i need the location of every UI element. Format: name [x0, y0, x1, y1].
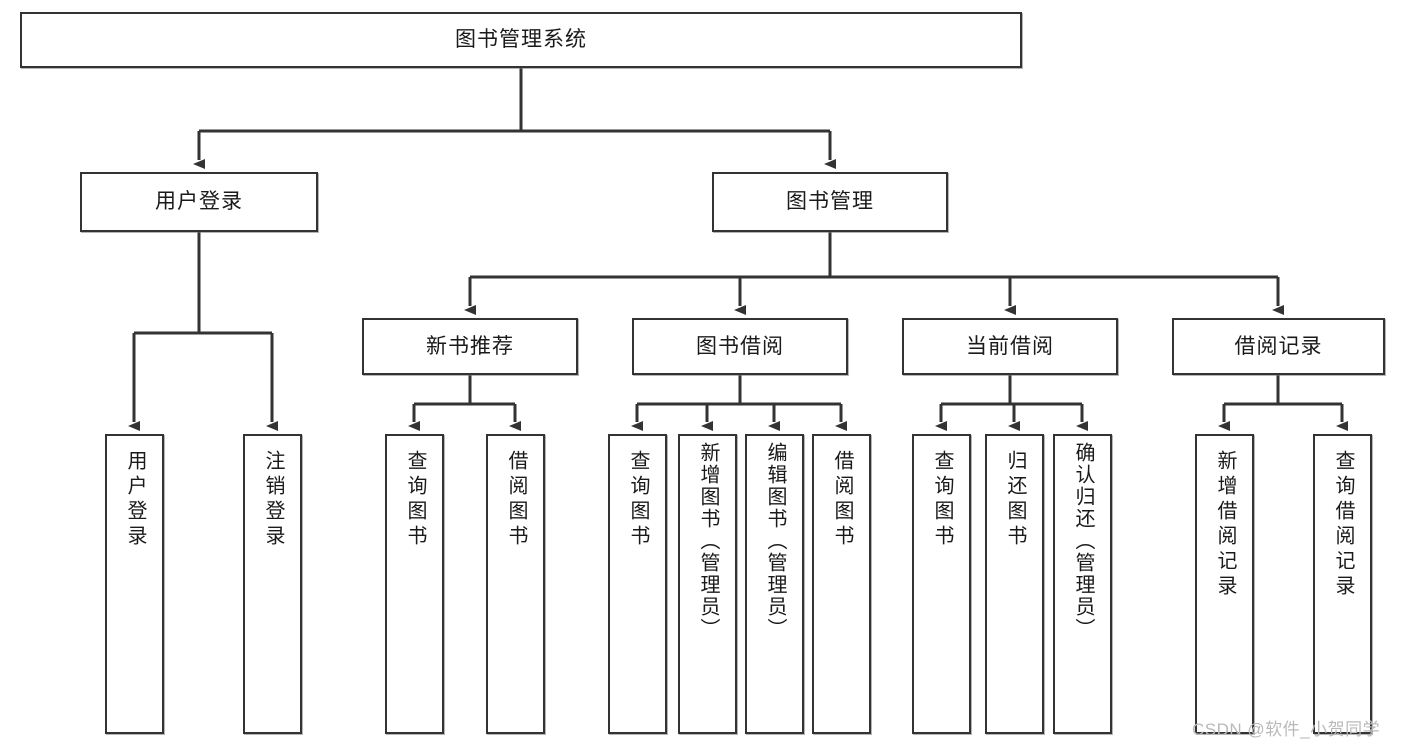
node-root-label: 图书管理系统 [455, 28, 587, 52]
leaf-query-borrow-record[interactable]: 查询借阅记录 [1313, 434, 1372, 734]
leaf-borrow-book-recommend-label: 借阅图书 [505, 450, 527, 550]
leaf-edit-book[interactable]: 编辑图书（管理员） [745, 434, 804, 734]
leaf-add-book[interactable]: 新增图书（管理员） [678, 434, 737, 734]
node-borrow-record-label: 借阅记录 [1234, 334, 1323, 358]
leaf-query-book-current-label: 查询图书 [931, 450, 953, 550]
node-book-manage[interactable]: 图书管理 [712, 172, 948, 232]
node-user-login[interactable]: 用户登录 [80, 172, 318, 232]
leaf-user-login-label: 用户登录 [124, 450, 146, 550]
leaf-edit-book-label: 编辑图书（管理员） [764, 442, 786, 640]
leaf-borrow-book-borrow-label: 借阅图书 [831, 450, 853, 550]
leaf-add-borrow-record-label: 新增借阅记录 [1214, 450, 1236, 600]
node-book-borrow-label: 图书借阅 [696, 334, 784, 358]
leaf-borrow-book-recommend[interactable]: 借阅图书 [486, 434, 545, 734]
node-book-manage-label: 图书管理 [786, 190, 874, 214]
leaf-query-book-current[interactable]: 查询图书 [912, 434, 971, 734]
leaf-add-borrow-record[interactable]: 新增借阅记录 [1195, 434, 1254, 734]
node-user-login-label: 用户登录 [155, 190, 243, 214]
leaf-user-login[interactable]: 用户登录 [105, 434, 164, 734]
leaf-query-book-recommend-label: 查询图书 [404, 450, 426, 550]
node-root[interactable]: 图书管理系统 [20, 12, 1022, 68]
leaf-query-book-borrow-label: 查询图书 [627, 450, 649, 550]
leaf-return-book[interactable]: 归还图书 [985, 434, 1044, 734]
csdn-watermark: CSDN @软件_小贺同学 [1192, 720, 1381, 739]
leaf-confirm-return[interactable]: 确认归还（管理员） [1053, 434, 1112, 734]
leaf-query-book-recommend[interactable]: 查询图书 [385, 434, 444, 734]
node-current-borrow[interactable]: 当前借阅 [902, 318, 1118, 375]
leaf-add-book-label: 新增图书（管理员） [697, 442, 719, 640]
leaf-user-logout-label: 注销登录 [262, 450, 284, 550]
node-borrow-record[interactable]: 借阅记录 [1172, 318, 1385, 375]
node-new-book-rec-label: 新书推荐 [426, 334, 514, 358]
leaf-query-book-borrow[interactable]: 查询图书 [608, 434, 667, 734]
leaf-confirm-return-label: 确认归还（管理员） [1072, 442, 1094, 640]
leaf-user-logout[interactable]: 注销登录 [243, 434, 302, 734]
leaf-query-borrow-record-label: 查询借阅记录 [1332, 450, 1354, 600]
leaf-return-book-label: 归还图书 [1004, 450, 1026, 550]
leaf-borrow-book-borrow[interactable]: 借阅图书 [812, 434, 871, 734]
node-current-borrow-label: 当前借阅 [966, 334, 1054, 358]
node-new-book-rec[interactable]: 新书推荐 [362, 318, 578, 375]
node-book-borrow[interactable]: 图书借阅 [632, 318, 848, 375]
